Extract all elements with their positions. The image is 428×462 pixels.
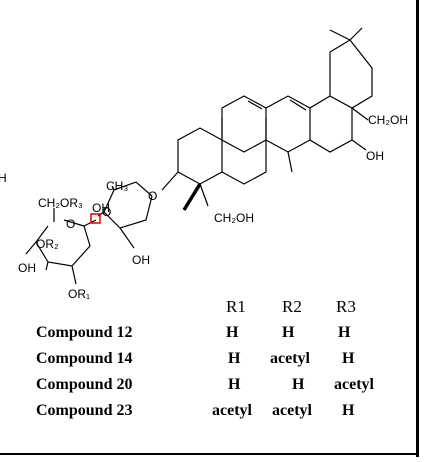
row-r2: H <box>292 376 305 393</box>
frame-border-right <box>416 0 419 457</box>
label-o-link: O <box>148 189 157 203</box>
row-compound-label: Compound 14 <box>36 350 132 367</box>
header-r2: R2 <box>282 297 302 316</box>
label-h-edge: H <box>0 171 7 185</box>
sugar-ring-b <box>25 208 97 285</box>
label-o-ring-a: O <box>102 205 111 219</box>
row-r1: H <box>228 350 241 367</box>
label-oh-ring-b: OH <box>132 253 150 267</box>
row-r3: H <box>338 324 351 341</box>
row-r2: acetyl <box>272 402 313 419</box>
row-r3: H <box>342 350 355 367</box>
aglycone-skeleton <box>161 27 373 211</box>
highlight-box <box>90 213 101 224</box>
label-or1: OR₁ <box>68 287 90 301</box>
row-compound-label: Compound 12 <box>36 324 132 341</box>
label-ch3: CH₃ <box>106 179 128 193</box>
label-o-ring-b: O <box>66 217 75 231</box>
label-ch2oh-top: CH₂OH <box>368 113 408 127</box>
header-r1: R1 <box>226 297 246 316</box>
label-ch2or3: CH₂OR₃ <box>38 196 83 210</box>
sugar-ring-a <box>97 181 153 249</box>
row-r3: acetyl <box>334 376 375 393</box>
row-compound-label: Compound 23 <box>36 402 132 419</box>
label-ch2oh-bottom: CH₂OH <box>214 211 254 225</box>
frame-border-bottom <box>0 453 418 455</box>
row-r3: H <box>342 402 355 419</box>
row-compound-label: Compound 20 <box>36 376 132 393</box>
label-ho: OH <box>18 261 36 275</box>
row-r1: H <box>226 324 239 341</box>
row-r2: acetyl <box>270 350 311 367</box>
substituent-table: R1 R2 R3 Compound 12 H H H Compound 14 H… <box>36 297 375 419</box>
label-or2: OR₂ <box>36 237 59 251</box>
row-r2: H <box>282 324 295 341</box>
row-r1: H <box>228 376 241 393</box>
label-oh-top: OH <box>366 149 384 163</box>
row-r1: acetyl <box>212 402 253 419</box>
label-oh-ring-a: OH <box>92 201 110 215</box>
header-r3: R3 <box>336 297 356 316</box>
